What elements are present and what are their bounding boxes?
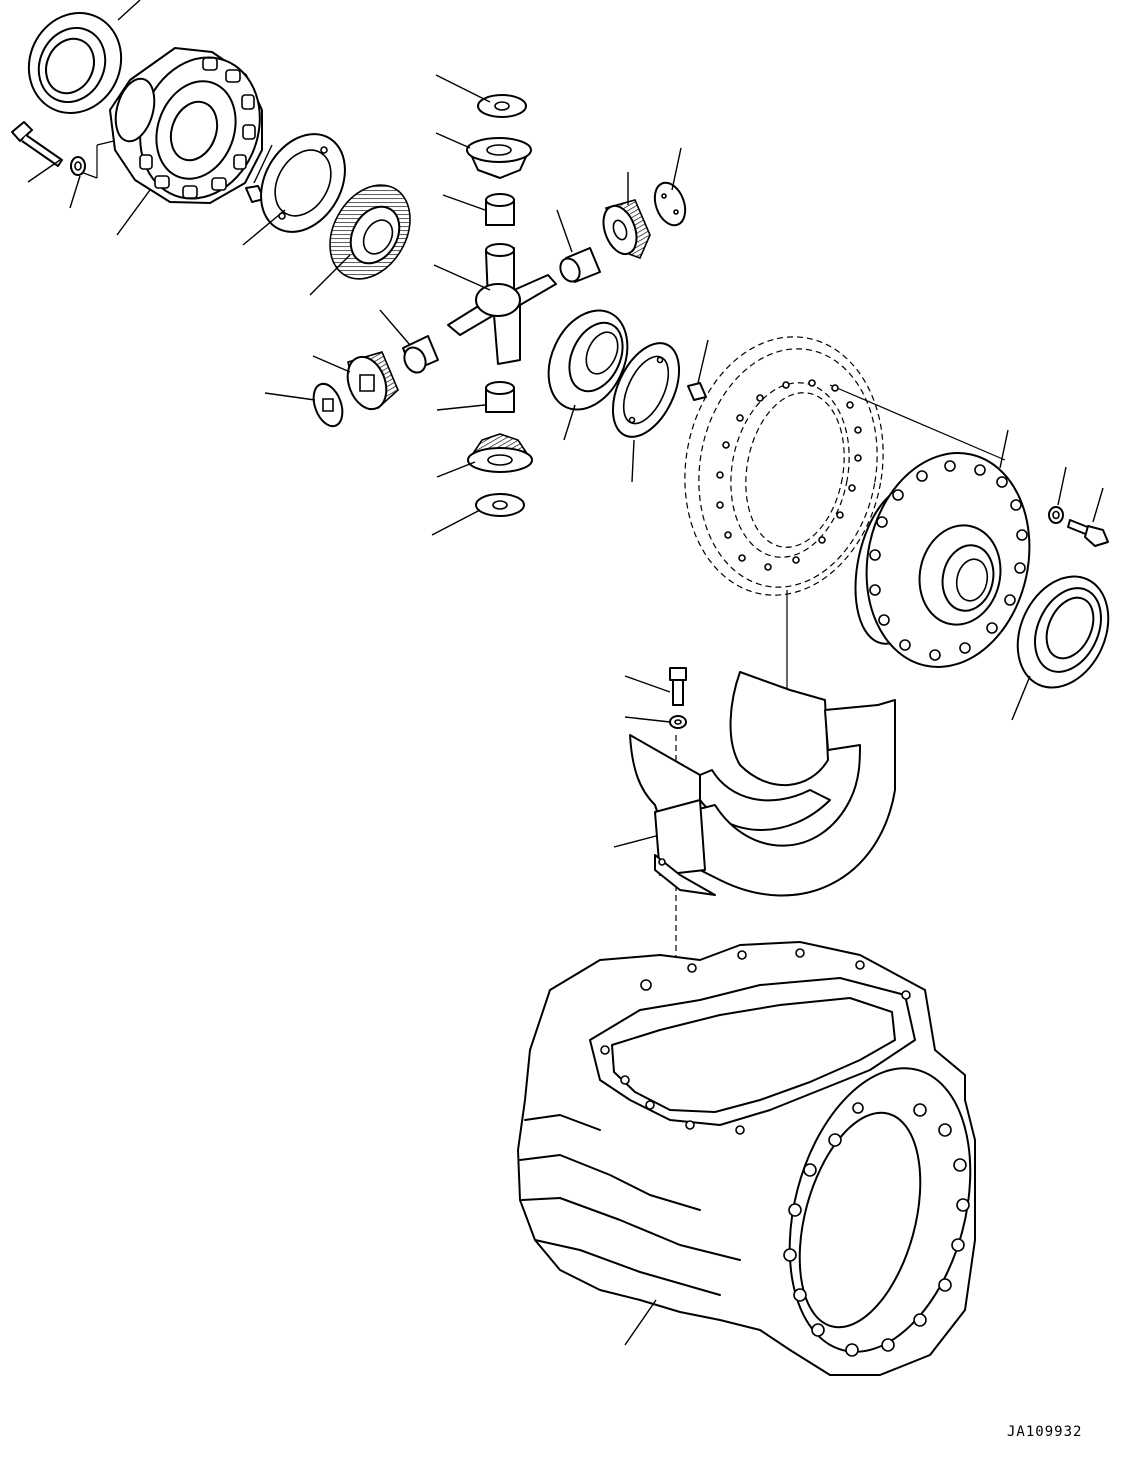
callout-leader-lines [28,0,1103,1345]
right-pinion-shim [649,179,690,230]
left-differential-case [109,41,279,216]
right-mounting-bolt [1068,520,1108,546]
right-differential-case [842,438,1048,683]
left-pinion-gear [341,351,398,414]
drawing-code-label: JA109932 [1007,1424,1083,1440]
case-bolt-holes [140,58,255,198]
top-pinion-bushing [486,194,514,225]
left-taper-bearing [13,0,138,128]
bottom-pinion-shim [476,494,524,516]
top-pinion-gear [467,138,531,178]
case-flange-holes [870,461,1027,660]
right-dowel-pin [688,383,706,400]
axle-housing [518,942,1000,1375]
bottom-pinion-bushing [486,382,514,412]
left-pinion-bushing [400,336,438,376]
ring-gear-bolt-holes [717,380,861,570]
left-pinion-shim [308,380,347,430]
right-pinion-bushing [557,248,600,285]
ring-gear-guard [630,672,895,896]
right-pinion-gear [597,200,650,259]
top-pinion-shim [478,95,526,117]
housing-flange-holes [601,949,969,1356]
right-thrust-washer [599,333,692,447]
right-side-gear [533,298,642,423]
left-thrust-washer [244,119,362,247]
guard-bolt [670,668,686,705]
spider-cross [448,244,556,364]
right-taper-bearing [1000,562,1125,703]
left-mounting-bolt [12,122,62,166]
bottom-pinion-gear [468,434,532,472]
ring-gear-phantom [665,321,903,611]
